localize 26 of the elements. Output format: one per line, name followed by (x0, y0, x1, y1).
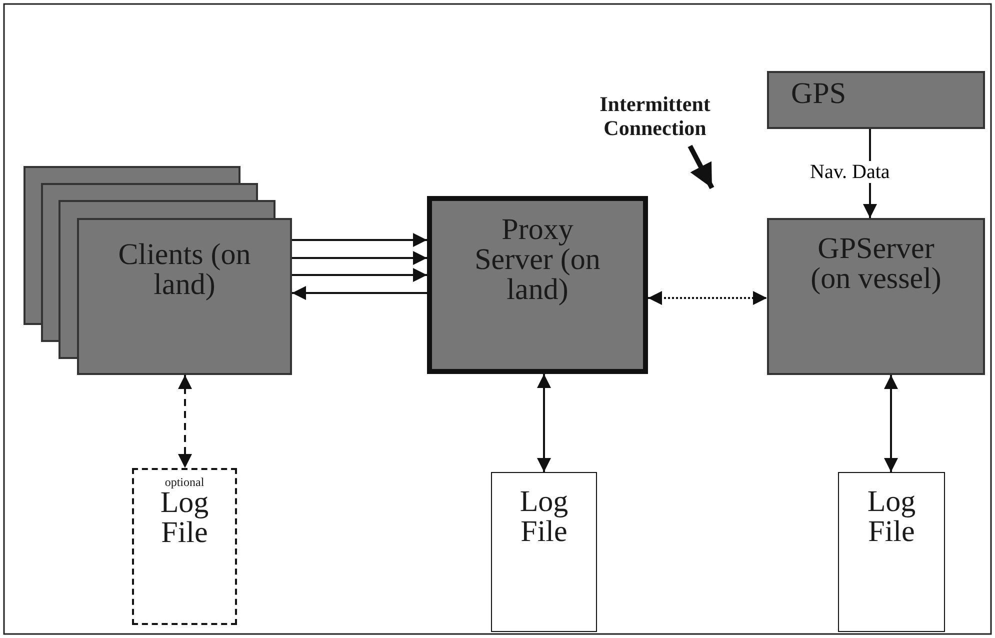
arrow (178, 375, 192, 468)
note-text: optional (164, 476, 206, 488)
node-label: Log File (159, 488, 210, 548)
arrow (292, 251, 427, 265)
edge-label: Nav. Data (808, 160, 892, 182)
node-label: Clients (on land) (117, 240, 252, 300)
arrow (292, 268, 427, 282)
server-box (767, 71, 985, 129)
arrow (537, 374, 551, 472)
server-box (77, 218, 292, 375)
server-box (767, 218, 985, 375)
node-label: Log File (518, 487, 570, 547)
log-file-box (491, 472, 597, 632)
log-file-box (132, 468, 237, 625)
arrow (884, 375, 898, 472)
arrow (648, 291, 767, 305)
node-label: Proxy Server (on land) (474, 215, 602, 305)
node-label: Log File (866, 487, 917, 547)
arrow (292, 233, 427, 247)
node-label: GPServer (on vessel) (810, 234, 942, 294)
callout-text: Intermittent Connection (598, 92, 712, 140)
log-file-box (838, 472, 945, 632)
pointer-arrow (688, 144, 714, 190)
server-box (427, 196, 648, 374)
node-label: GPS (791, 79, 846, 109)
arrow (292, 286, 427, 300)
